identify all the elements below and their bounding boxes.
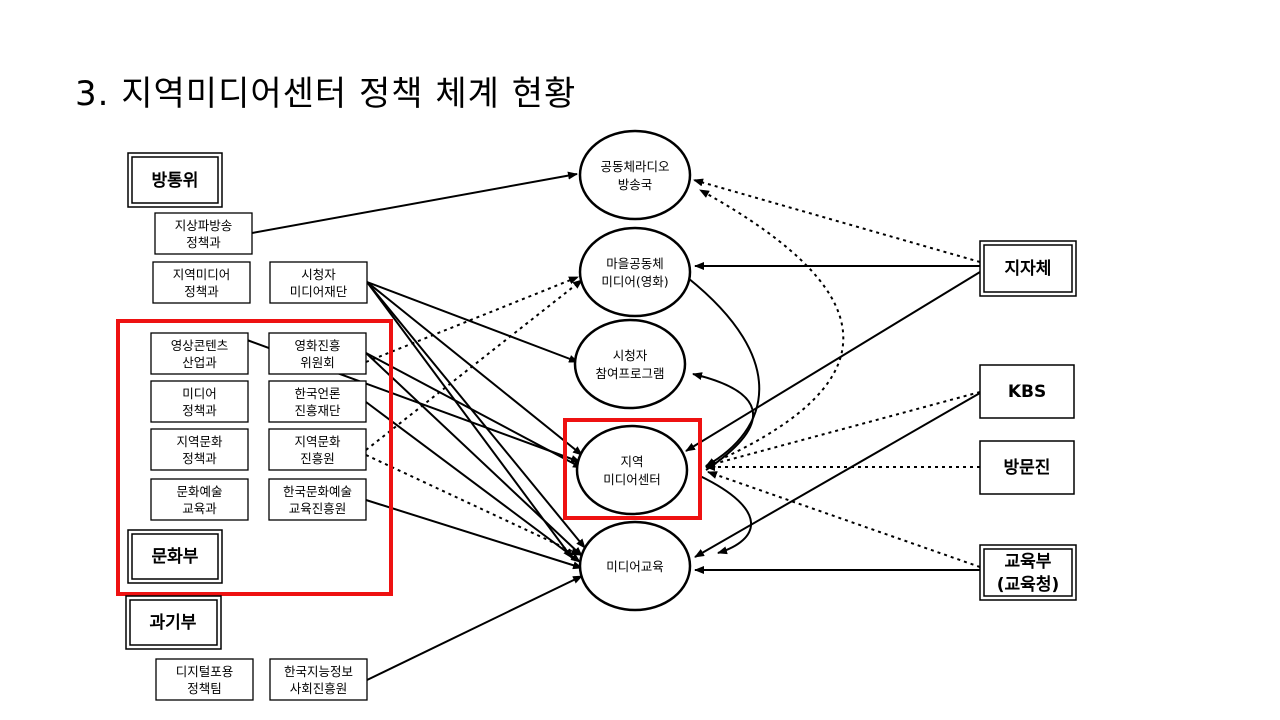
svg-text:디지털포용: 디지털포용 [176, 664, 234, 679]
svg-text:(교육청): (교육청) [997, 574, 1059, 595]
svg-text:미디어: 미디어 [182, 386, 217, 401]
svg-text:한국지능정보: 한국지능정보 [284, 664, 353, 679]
dotted-connectors [365, 178, 981, 568]
page-title: 3. 지역미디어센터 정책 체계 현황 [75, 74, 577, 114]
connector [694, 392, 981, 558]
connector [692, 372, 755, 471]
svg-text:지역: 지역 [620, 454, 643, 469]
svg-text:정책과: 정책과 [182, 451, 217, 466]
connector [366, 281, 579, 363]
svg-text:진흥재단: 진흥재단 [294, 403, 341, 418]
svg-text:한국언론: 한국언론 [294, 386, 340, 401]
connector [365, 454, 581, 556]
kbs-box: KBS [979, 364, 1075, 419]
connector [365, 401, 581, 563]
culture-ministry-highlight [116, 319, 393, 596]
svg-text:산업과: 산업과 [182, 355, 217, 370]
svg-text:지역문화: 지역문화 [176, 434, 223, 449]
svg-text:시청자: 시청자 [301, 267, 336, 282]
svg-text:참여프로그램: 참여프로그램 [595, 366, 664, 381]
svg-text:교육과: 교육과 [182, 501, 217, 516]
ministry-culture: 문화부 [127, 529, 223, 584]
connector [699, 189, 845, 467]
svg-text:미디어교육: 미디어교육 [606, 559, 664, 574]
ministry-kcc: 방통위 [127, 152, 223, 208]
connector [699, 475, 752, 555]
connector [705, 391, 981, 468]
svg-text:정책과: 정책과 [186, 235, 221, 250]
svg-text:영상콘텐츠: 영상콘텐츠 [171, 338, 229, 353]
svg-text:지자체: 지자체 [1005, 259, 1052, 279]
svg-text:시청자: 시청자 [613, 348, 648, 363]
svg-text:사회진흥원: 사회진흥원 [290, 681, 348, 696]
media-center-highlight [563, 418, 702, 520]
connector [365, 276, 579, 363]
connector [365, 499, 583, 570]
connector [365, 352, 583, 469]
connector [366, 281, 573, 559]
education-ministry-box: 교육부 (교육청) [979, 544, 1077, 601]
connector [707, 471, 981, 568]
svg-text:한국문화예술: 한국문화예술 [283, 484, 352, 499]
svg-text:방송국: 방송국 [618, 177, 653, 192]
svg-text:정책과: 정책과 [182, 403, 217, 418]
svg-text:진흥원: 진흥원 [300, 451, 335, 466]
connector [366, 575, 583, 681]
svg-text:공동체라디오: 공동체라디오 [600, 159, 669, 174]
svg-text:정책팀: 정책팀 [187, 681, 222, 696]
svg-text:지상파방송: 지상파방송 [175, 218, 233, 233]
svg-text:교육진흥원: 교육진흥원 [289, 501, 347, 516]
svg-text:위원회: 위원회 [300, 355, 335, 370]
target-media-education: 미디어교육 [578, 520, 692, 612]
svg-text:문화예술: 문화예술 [176, 484, 222, 499]
svg-text:미디어(영화): 미디어(영화) [601, 274, 668, 289]
connector [693, 178, 981, 263]
connector [366, 281, 586, 549]
ministry-science: 과기부 [125, 595, 222, 650]
svg-text:정책과: 정책과 [184, 284, 219, 299]
svg-text:지역미디어: 지역미디어 [173, 267, 231, 282]
svg-text:방문진: 방문진 [1004, 458, 1051, 478]
connector [685, 271, 981, 452]
connector [687, 277, 761, 467]
svg-text:지역문화: 지역문화 [294, 434, 341, 449]
svg-text:미디어센터: 미디어센터 [603, 472, 661, 487]
mbc-foundation-box: 방문진 [979, 440, 1075, 495]
svg-text:과기부: 과기부 [150, 613, 197, 633]
svg-text:교육부: 교육부 [1005, 552, 1052, 572]
svg-text:방통위: 방통위 [152, 171, 199, 191]
svg-text:영화진흥: 영화진흥 [294, 338, 340, 353]
local-government-box: 지자체 [979, 240, 1077, 297]
svg-text:문화부: 문화부 [152, 547, 199, 567]
solid-connectors [246, 171, 981, 681]
target-local-media-center: 지역미디어센터 [575, 424, 689, 516]
svg-text:마을공동체: 마을공동체 [606, 256, 664, 271]
connector [365, 352, 583, 557]
svg-text:KBS: KBS [1008, 382, 1046, 402]
connector [366, 281, 583, 456]
svg-text:미디어재단: 미디어재단 [290, 284, 348, 299]
connector [251, 171, 578, 234]
